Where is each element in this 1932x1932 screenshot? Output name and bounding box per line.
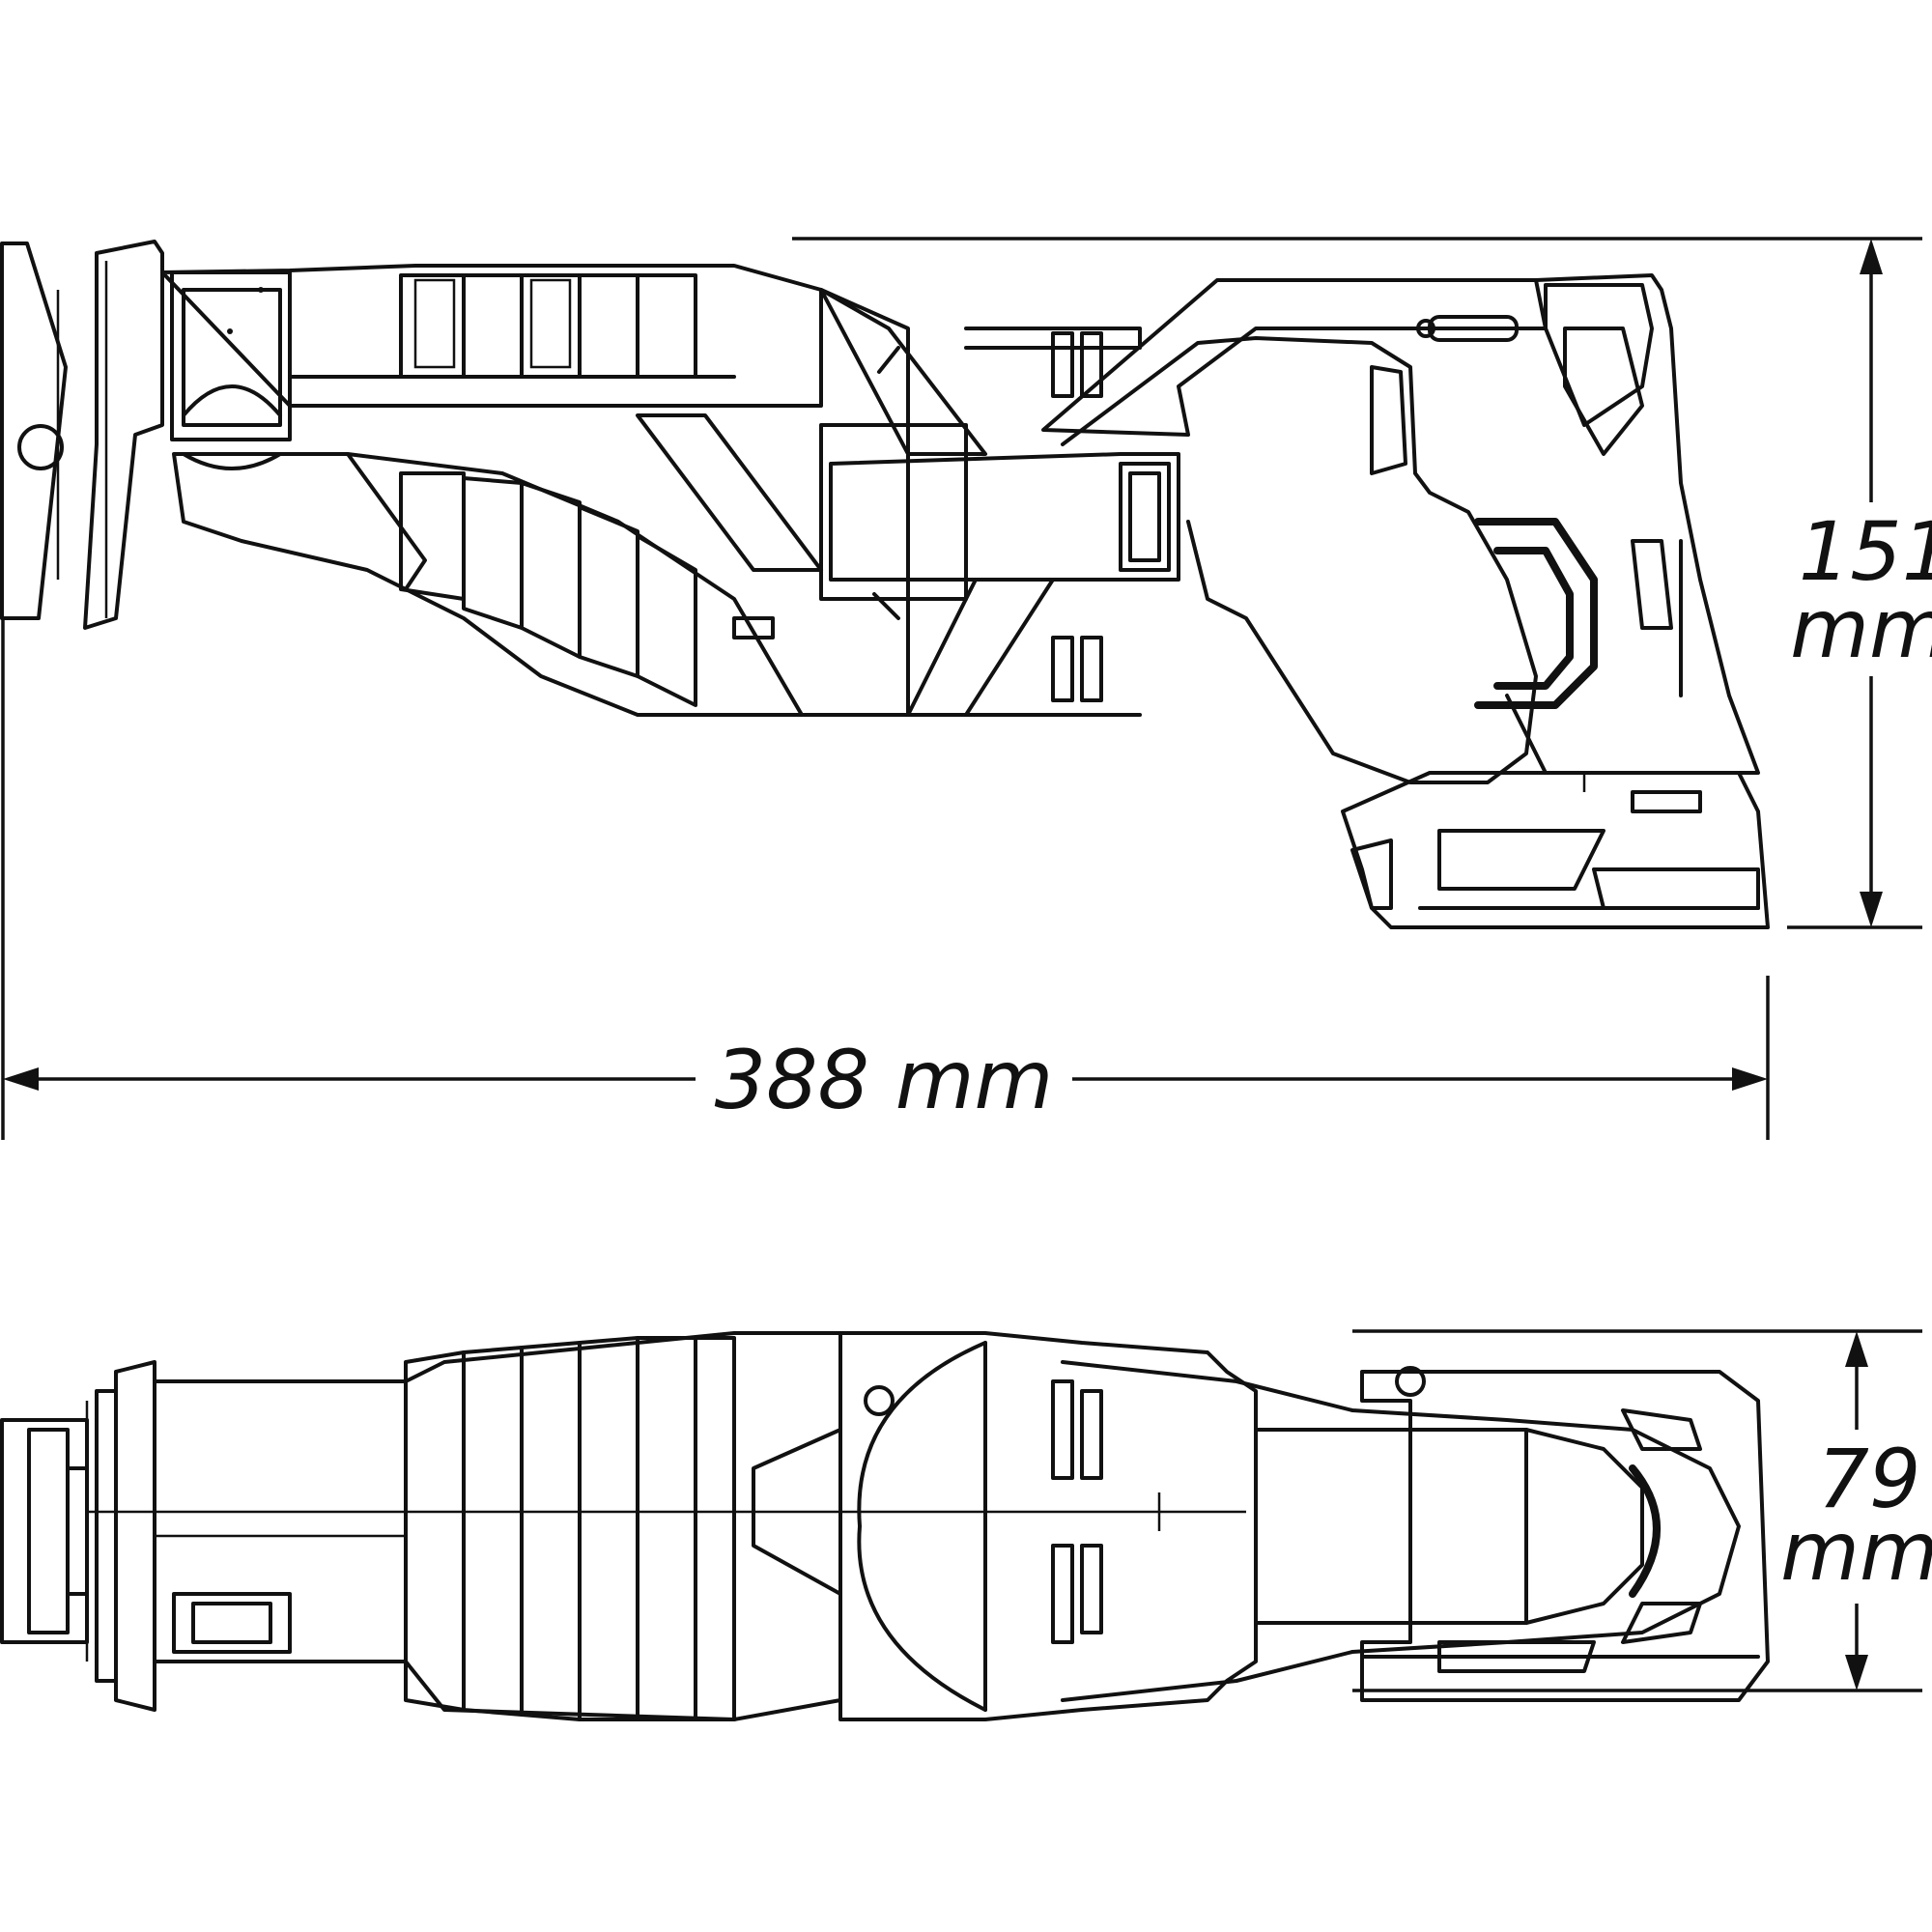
height-unit-label: mm: [1790, 582, 1932, 676]
width-unit-label: mm: [1780, 1504, 1932, 1599]
dimension-height: 151 mm: [792, 237, 1932, 929]
height-value-label: 151: [1799, 504, 1932, 599]
width-value-label: 79: [1818, 1432, 1921, 1526]
dimension-length: 388 mm: [1, 618, 1770, 1140]
dimension-width: 79 mm: [1352, 1329, 1932, 1692]
side-view-saw: [0, 240, 1770, 929]
length-label: 388 mm: [715, 1033, 1054, 1127]
top-view-saw: [0, 1331, 1770, 1721]
